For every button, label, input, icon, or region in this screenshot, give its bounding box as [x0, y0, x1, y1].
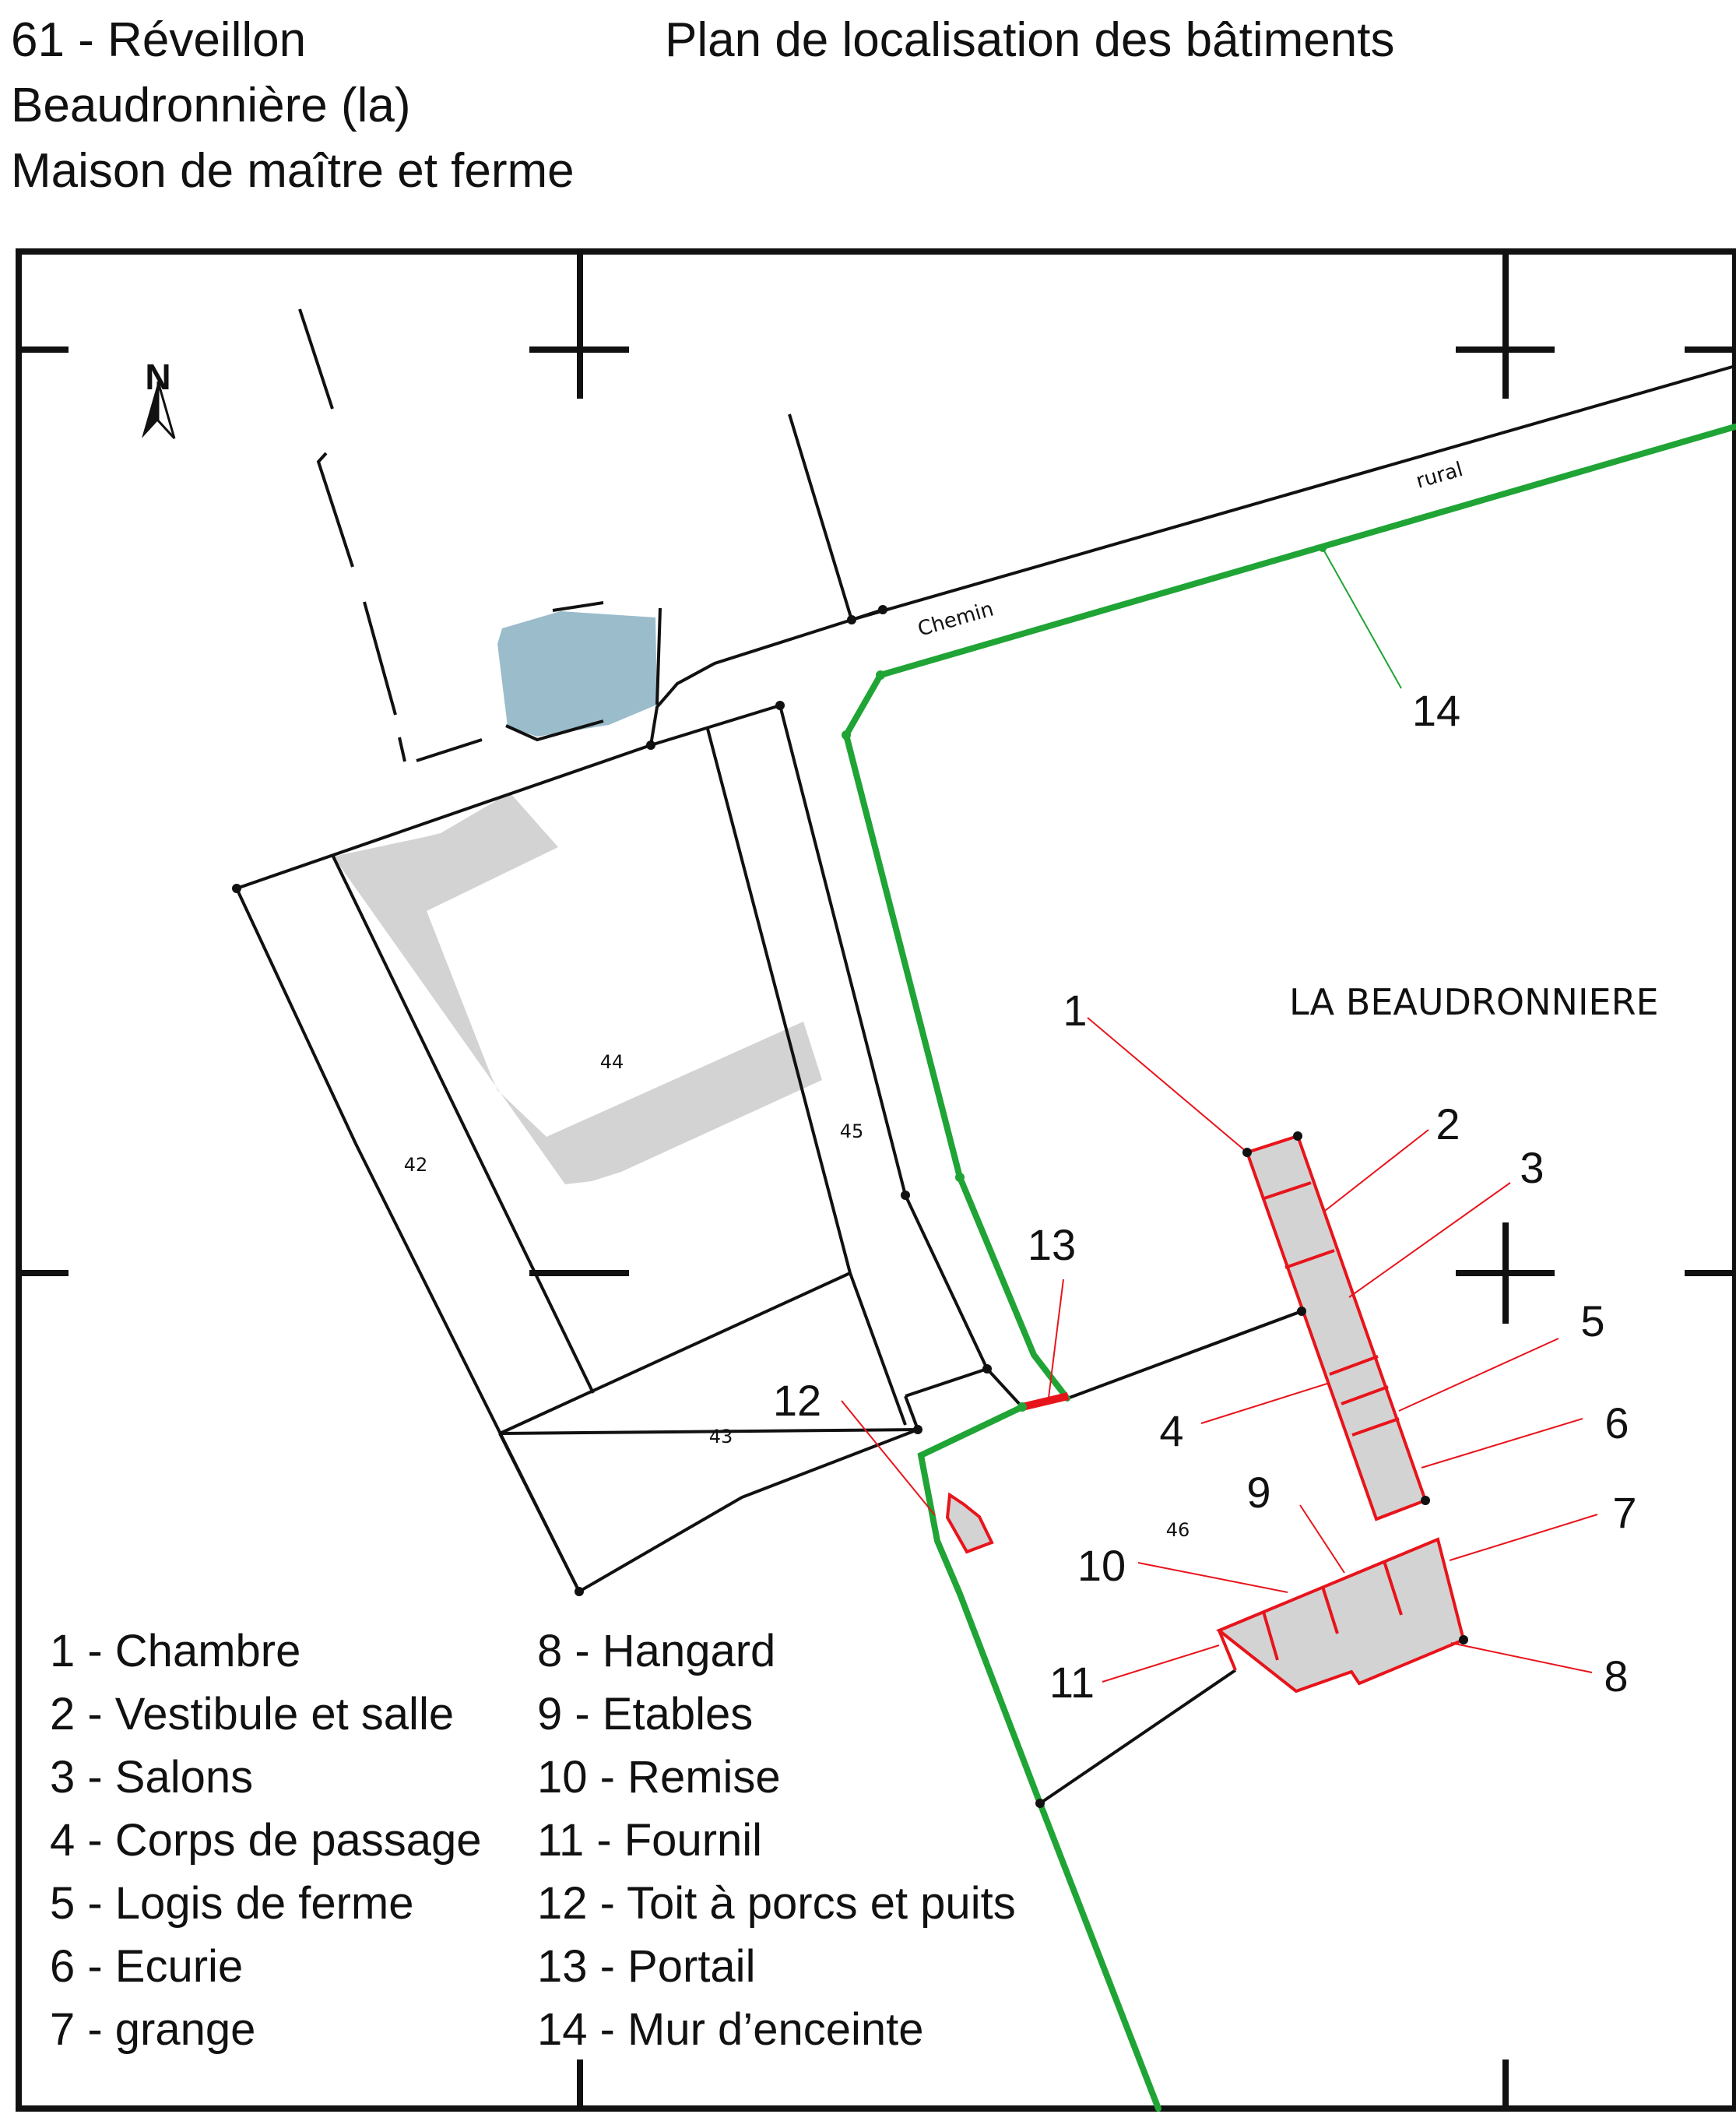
building-dividers [1218, 1181, 1403, 1671]
legend-item: 8 - Hangard [537, 1626, 776, 1676]
parcel-45: 45 [840, 1120, 864, 1142]
legend-item: 9 - Etables [537, 1689, 754, 1739]
leader-14 [1322, 547, 1402, 689]
road-label-chemin: Chemin [915, 597, 996, 641]
legend-item: 14 - Mur d’enceinte [537, 2004, 924, 2055]
farm-buildings [945, 1134, 1466, 1694]
vertex-dots [232, 605, 1468, 1808]
callout-8: 8 [1604, 1651, 1628, 1701]
callout-12: 12 [773, 1376, 821, 1425]
legend-item: 2 - Vestibule et salle [50, 1689, 455, 1739]
registration-marks [19, 251, 1735, 2109]
callout-3: 3 [1520, 1143, 1544, 1192]
building-7-11 [1216, 1537, 1466, 1694]
enclosure-wall [842, 424, 1736, 2112]
legend-left: 1 - Chambre 2 - Vestibule et salle 3 - S… [50, 1620, 482, 2061]
legend-item: 3 - Salons [50, 1752, 254, 1803]
hamlet-name: LA BEAUDRONNIERE [1289, 981, 1659, 1023]
pond-outline [505, 601, 662, 742]
legend-item: 10 - Remise [537, 1752, 781, 1803]
gate [1021, 1392, 1070, 1411]
parcel-43: 43 [709, 1426, 733, 1447]
parcel-44: 44 [600, 1051, 624, 1073]
place-label: Beaudronnière (la) [11, 79, 411, 132]
callout-9: 9 [1246, 1468, 1270, 1517]
commune-label: 61 - Réveillon [11, 13, 307, 67]
site-label: Maison de maître et ferme [11, 144, 575, 198]
callout-6: 6 [1604, 1398, 1629, 1447]
parcel-46: 46 [1166, 1519, 1190, 1541]
callout-4: 4 [1159, 1406, 1183, 1455]
legend-item: 7 - grange [50, 2004, 256, 2055]
legend-item: 12 - Toit à porcs et puits [537, 1878, 1016, 1929]
dashed-boundary [298, 308, 483, 762]
callout-5: 5 [1580, 1296, 1604, 1345]
legend-item: 11 - Fournil [537, 1815, 763, 1866]
callout-11: 11 [1049, 1658, 1095, 1707]
legend-item: 4 - Corps de passage [50, 1815, 482, 1866]
callout-1: 1 [1063, 986, 1087, 1035]
legend-item: 6 - Ecurie [50, 1941, 244, 1992]
pond [497, 611, 657, 737]
map-frame [16, 248, 1736, 2112]
leader-lines [841, 1017, 1598, 1683]
plan-title: Plan de localisation des bâtiments [665, 13, 1395, 67]
north-label: N [145, 357, 170, 397]
legend-item: 1 - Chambre [50, 1626, 301, 1676]
callout-13: 13 [1028, 1220, 1076, 1269]
legend-item: 13 - Portail [537, 1941, 756, 1992]
legend-item: 5 - Logis de ferme [50, 1878, 414, 1929]
road-label-rural: rural [1414, 458, 1466, 494]
legend-right: 8 - Hangard 9 - Etables 10 - Remise 11 -… [537, 1620, 1016, 2061]
manor-house [333, 793, 822, 1184]
callout-7: 7 [1612, 1488, 1636, 1537]
building-12 [945, 1492, 994, 1554]
parcel-42: 42 [404, 1154, 428, 1176]
callout-10: 10 [1077, 1541, 1126, 1590]
cadastral-lines [235, 364, 1736, 1805]
north-arrow-icon [142, 381, 176, 440]
callout-2: 2 [1436, 1099, 1460, 1148]
callout-14: 14 [1412, 686, 1460, 735]
